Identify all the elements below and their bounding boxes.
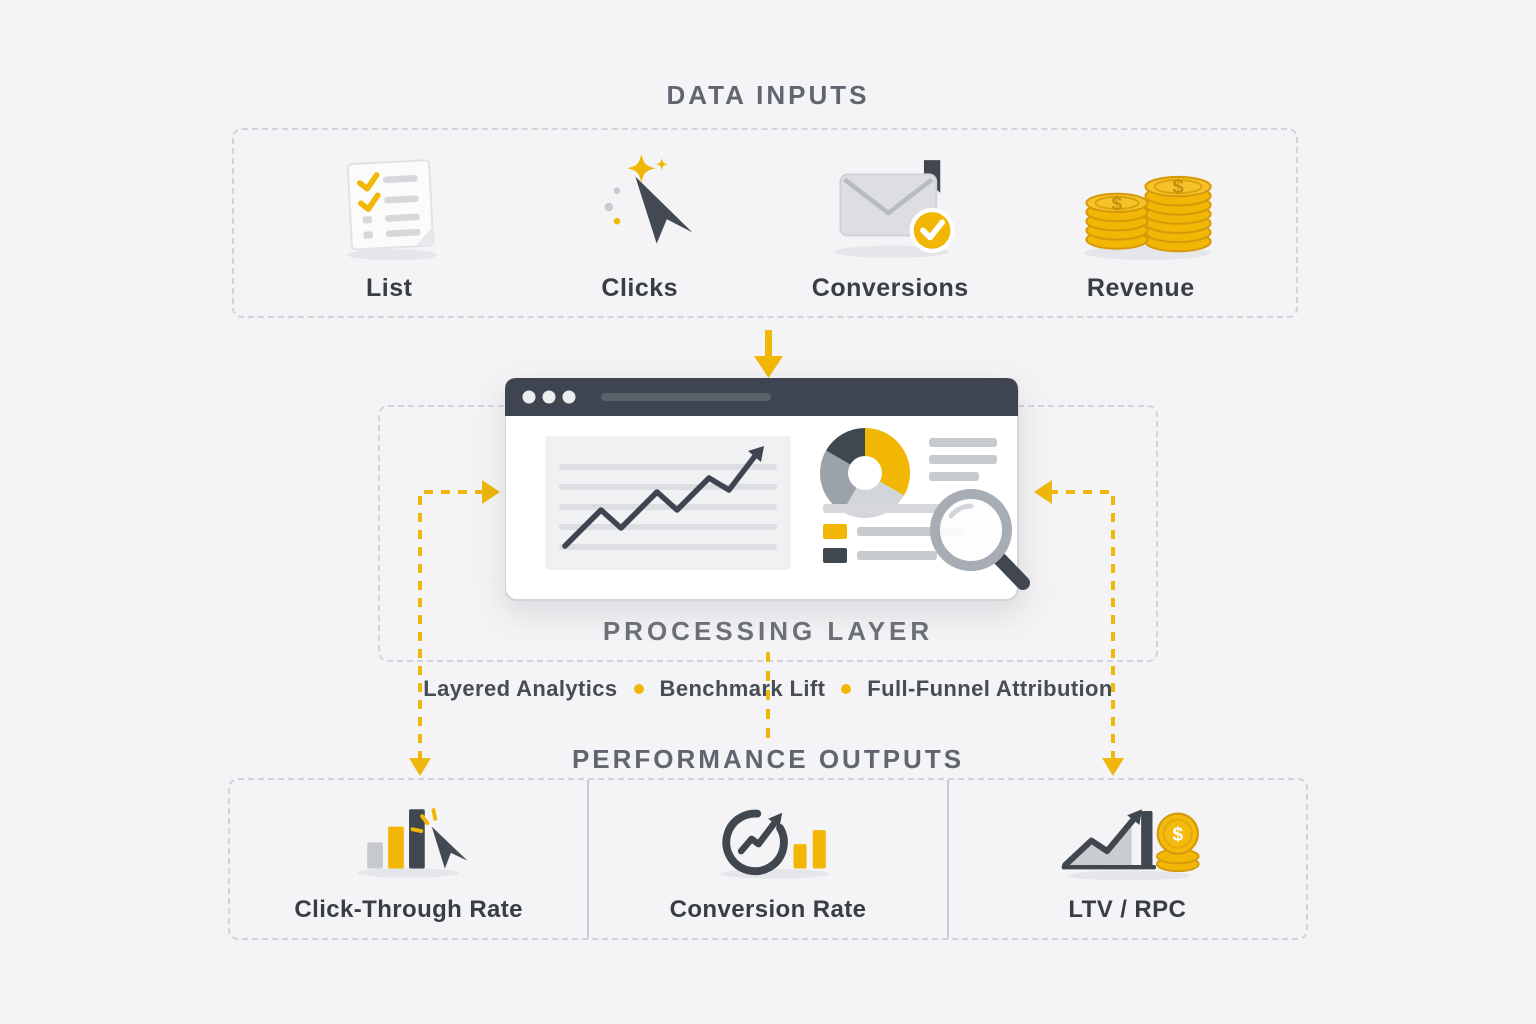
conversion-circle-arrow-icon: [720, 809, 830, 879]
feature-full-funnel-attribution: Full-Funnel Attribution: [867, 676, 1113, 701]
analytics-dashboard-graphic: [504, 377, 1030, 601]
output-item-conversion-rate: Conversion Rate: [587, 780, 946, 938]
cursor-click-icon: [604, 153, 693, 244]
output-item-ltv-rpc: $ LTV / RPC: [946, 780, 1306, 938]
down-arrow: [754, 330, 783, 378]
feature-benchmark-lift: Benchmark Lift: [659, 676, 826, 701]
input-item-revenue: $ $ Revenue: [1021, 152, 1261, 303]
address-bar: [601, 393, 771, 401]
dollar-sign: $: [1112, 193, 1123, 215]
output-label-ctr: Click-Through Rate: [294, 896, 523, 923]
data-inputs-box: List Clicks: [232, 128, 1298, 318]
dollar-sign: $: [1173, 825, 1184, 846]
input-item-conversions: Conversions: [770, 152, 1010, 303]
performance-outputs-box: Click-Through Rate Conversion Rate: [228, 778, 1308, 940]
output-item-ctr: Click-Through Rate: [230, 780, 587, 938]
window-dot: [522, 390, 536, 404]
data-inputs-title: DATA INPUTS: [666, 80, 870, 110]
window-dot: [542, 390, 556, 404]
summary-lines: [929, 438, 997, 481]
output-label-conversion-rate: Conversion Rate: [669, 896, 867, 923]
window-dot: [562, 390, 576, 404]
feature-layered-analytics: Layered Analytics: [423, 676, 618, 701]
dashboard-window: [504, 377, 1045, 618]
line-chart-panel: [545, 436, 791, 570]
dollar-sign: $: [1173, 176, 1185, 198]
input-item-clicks: Clicks: [520, 152, 760, 303]
input-label-list: List: [366, 273, 413, 302]
envelope-check-icon: [834, 159, 955, 258]
input-label-clicks: Clicks: [601, 273, 679, 302]
bullet-separator: [841, 684, 852, 694]
processing-features-row: Layered Analytics Benchmark Lift Full-Fu…: [0, 676, 1536, 702]
ltv-trend-coin-icon: $: [1061, 809, 1200, 881]
input-item-list: List: [269, 152, 509, 303]
performance-outputs-title: PERFORMANCE OUTPUTS: [571, 744, 965, 774]
magnifier-icon: [930, 489, 1030, 590]
input-label-revenue: Revenue: [1086, 273, 1195, 302]
processing-layer-title: PROCESSING LAYER: [602, 616, 934, 646]
output-label-ltv-rpc: LTV / RPC: [1068, 896, 1187, 923]
coin-stacks-icon: $ $: [1084, 175, 1213, 260]
ctr-bars-cursor-icon: [358, 808, 469, 878]
input-label-conversions: Conversions: [811, 273, 969, 302]
bullet-separator: [633, 684, 644, 694]
checklist-icon: [346, 158, 438, 260]
